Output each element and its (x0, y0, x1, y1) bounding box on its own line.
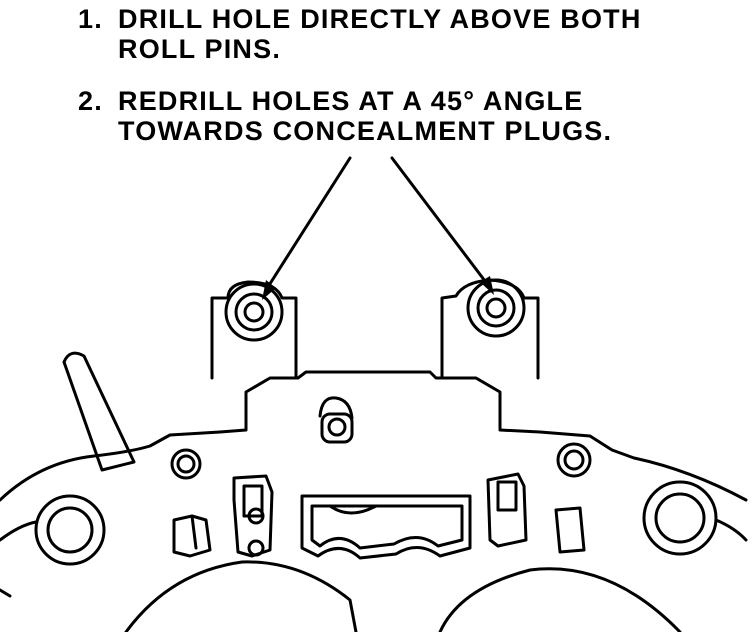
central-cavity (302, 496, 470, 558)
side-lever (64, 353, 134, 470)
housing-body (0, 372, 746, 596)
left-features (36, 450, 272, 564)
right-features (488, 444, 716, 554)
step-number: 2. (78, 86, 103, 116)
right-roll-pin-ear (442, 280, 538, 378)
instruction-list: 1. DRILL HOLE DIRECTLY ABOVE BOTH ROLL P… (78, 4, 738, 168)
leader-arrow-left (262, 158, 350, 300)
instruction-step-1: 1. DRILL HOLE DIRECTLY ABOVE BOTH ROLL P… (78, 4, 738, 64)
left-roll-pin-ear (212, 282, 296, 378)
lower-bores (126, 562, 680, 632)
step-number: 1. (78, 4, 103, 34)
step-text: REDRILL HOLES AT A 45° ANGLE TOWARDS CON… (118, 86, 613, 146)
concealment-plug (320, 398, 352, 442)
leader-arrow-right (392, 158, 494, 295)
instruction-step-2: 2. REDRILL HOLES AT A 45° ANGLE TOWARDS … (78, 86, 738, 146)
step-text: DRILL HOLE DIRECTLY ABOVE BOTH ROLL PINS… (118, 4, 642, 64)
